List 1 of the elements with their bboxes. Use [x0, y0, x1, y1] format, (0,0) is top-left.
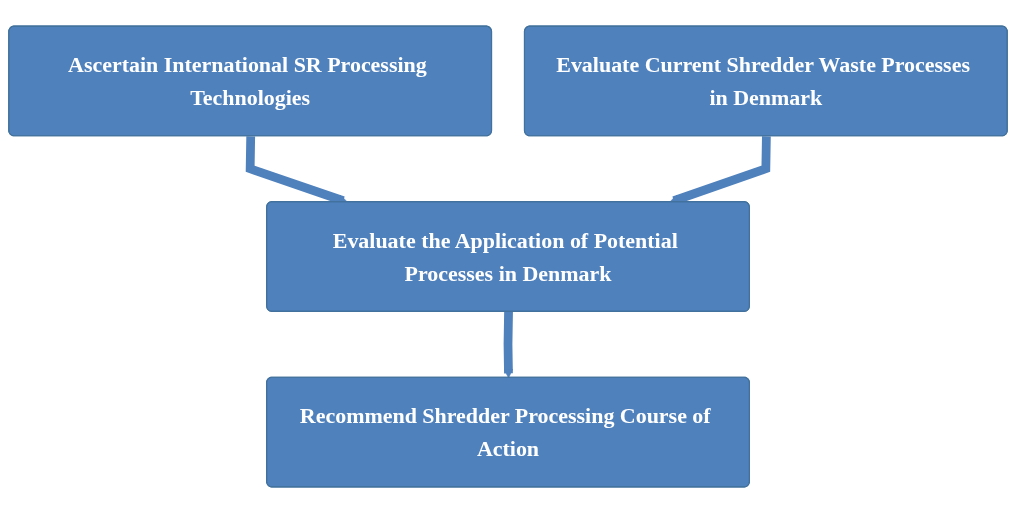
arrow: [503, 311, 514, 379]
